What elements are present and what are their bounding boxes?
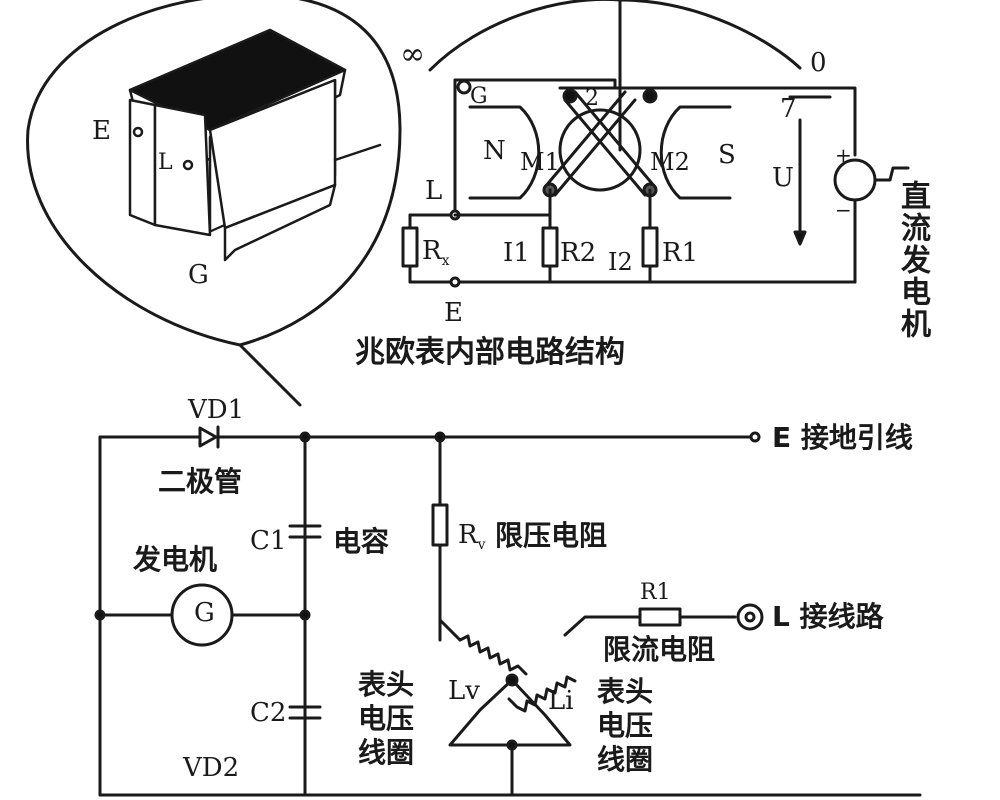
coil-m1: M1 [520,148,560,176]
label-lv: Lv [448,676,480,706]
generator-symbol: G [194,598,215,628]
scale-infinity: ∞ [400,37,425,72]
meter-caption: 兆欧表内部电路结构 [355,335,625,370]
label-r1: R1 [662,238,699,268]
mark-2: 2 [585,86,599,111]
generator-label: 发电机 [133,543,218,576]
label-c2: C2 [250,698,287,728]
scale-zero: 0 [810,48,827,78]
label-r2: R2 [560,238,597,268]
meter-terminal-l: L [425,176,443,206]
meter-terminal-e: E [444,298,463,328]
dc-generator-label: 直流发电机 [895,180,930,340]
pole-s: S [718,140,736,170]
l-terminal-label: L 接线路 [772,600,884,633]
label-r1-bottom: R1 [640,580,671,605]
capacitor-label: 电容 [333,525,390,558]
label-rv: Rv [458,520,486,554]
label-li: Li [548,686,574,716]
bubble-terminal-e: E [92,116,111,146]
rv-label: 限压电阻 [495,519,608,552]
label-i2: I2 [608,248,633,276]
r1-label: 限流电阻 [603,633,716,666]
diode-label: 二极管 [158,465,243,498]
e-terminal-label: E 接地引线 [772,421,913,454]
label-c1: C1 [250,526,287,556]
coil-m2: M2 [650,148,690,176]
pole-n: N [483,136,506,166]
label-vd1: VD1 [188,395,245,425]
mark-7: 7 [780,94,797,124]
generator-plus: + [835,143,852,167]
meter-terminal-g: G [470,84,488,109]
label-i1: I1 [503,238,530,268]
li-coil-label: 表头电压线圈 [597,675,654,776]
generator-minus: − [835,198,852,222]
label-vd2: VD2 [183,753,240,783]
lv-coil-label: 表头电压线圈 [358,668,415,769]
voltage-u: U [772,163,794,193]
bubble-terminal-l: L [158,150,173,175]
megger-illustration [128,28,382,262]
bubble-terminal-g: G [188,260,209,290]
generator-circuit [94,425,922,797]
megohmmeter-schematic [401,78,910,288]
meter-scale-arc [428,0,802,72]
label-rx: Rx [422,236,450,270]
speech-bubble [26,0,402,407]
